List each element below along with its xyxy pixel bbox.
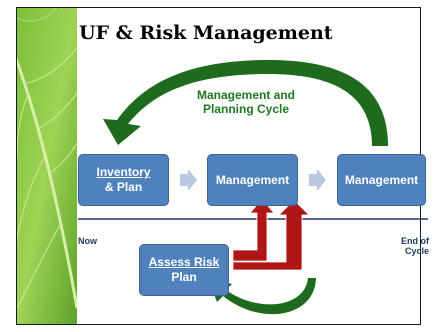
cycle-arrow [103, 60, 388, 146]
slide-title: UF & Risk Management [79, 22, 333, 44]
inventory-box-line2: & Plan [104, 180, 143, 194]
assess-box-line1[interactable]: Assess Risk [148, 255, 220, 269]
timeline-end-label: End of Cycle [389, 236, 429, 256]
flow-arrow-2 [309, 169, 326, 191]
management-box-2-label: Management [344, 172, 419, 187]
assess-risk-plan-box[interactable]: Assess Risk Plan [139, 244, 229, 296]
timeline-end-line1: End of [401, 236, 429, 246]
management-box-2: Management [337, 154, 426, 206]
cycle-label-line2: Planning Cycle [202, 102, 290, 116]
assess-box-line2: Plan [171, 270, 197, 284]
inventory-box-line1[interactable]: Inventory [96, 165, 151, 179]
leaf-image [17, 8, 77, 324]
cycle-label: Management and Planning Cycle [178, 88, 314, 116]
management-box-1-label: Management [215, 172, 290, 187]
return-arrow [208, 278, 316, 315]
flow-arrow-1 [180, 169, 197, 191]
timeline-start-label: Now [78, 236, 97, 246]
management-box-1: Management [207, 154, 298, 206]
risk-arrow-left [232, 198, 275, 262]
cycle-label-line1: Management and [196, 88, 295, 102]
timeline-end-line2: Cycle [404, 246, 429, 256]
inventory-plan-box[interactable]: Inventory & Plan [78, 154, 169, 206]
